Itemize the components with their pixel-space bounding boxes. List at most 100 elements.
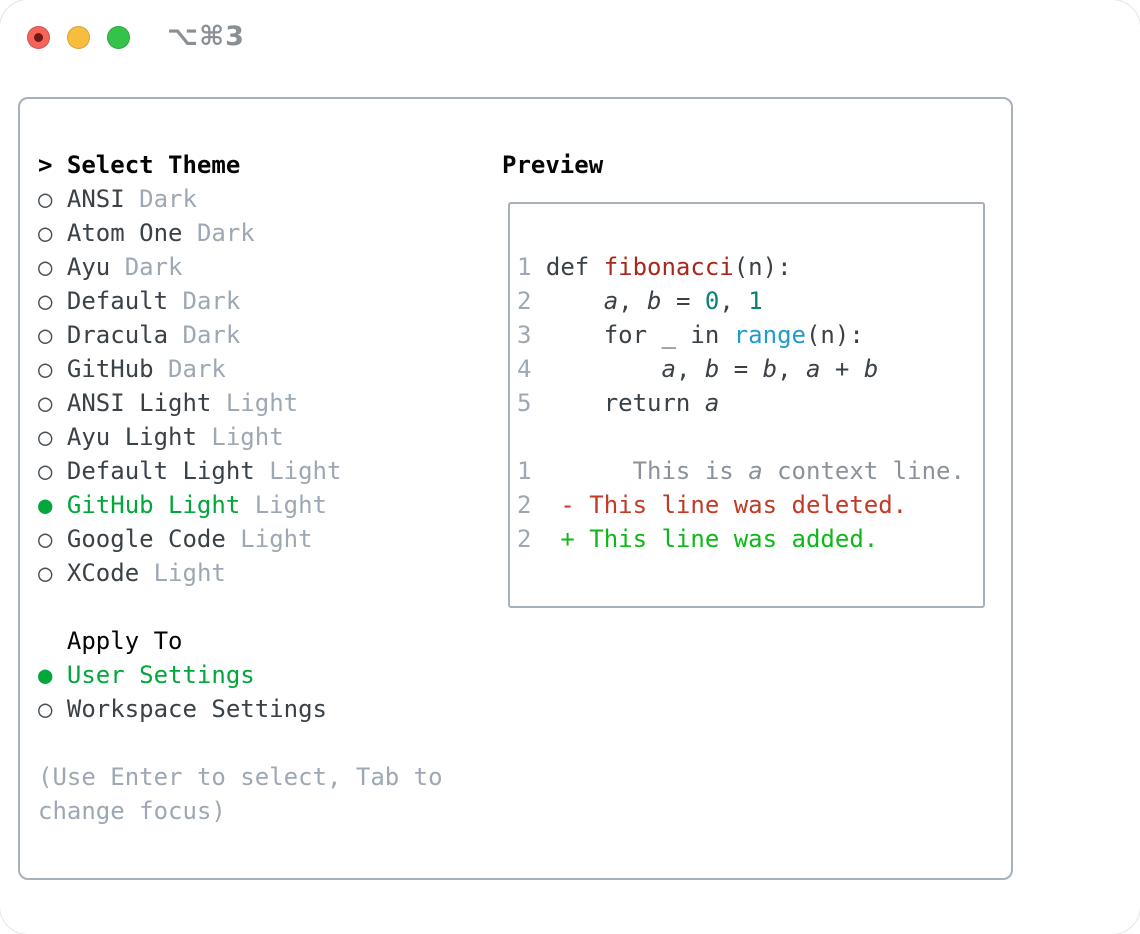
code-token: a (704, 389, 720, 417)
code-token: (n): (733, 253, 792, 281)
theme-name: ANSI (66, 185, 125, 213)
code-token: return (545, 389, 705, 417)
code-line: 4 a, b = b, a + b (517, 352, 983, 386)
theme-option-ansi[interactable]: ○ ANSI Dark (38, 182, 443, 216)
theme-option-ayu[interactable]: ○ Ayu Dark (38, 250, 443, 284)
code-token: range (733, 321, 806, 349)
theme-option-ayu-light[interactable]: ○ Ayu Light Light (38, 420, 443, 454)
select-theme-header-row: > Select Theme (38, 148, 443, 182)
hint-line: (Use Enter to select, Tab to (38, 763, 443, 791)
theme-option-github-light[interactable]: ● GitHub Light Light (38, 488, 443, 522)
prompt-cursor-icon: > (38, 151, 53, 179)
theme-name: Ayu Light (66, 423, 197, 451)
window-title: ⌥⌘3 (167, 21, 245, 52)
theme-variant-tag: Light (254, 491, 327, 519)
code-token: fibonacci (603, 253, 734, 281)
close-button-inner-dot (34, 33, 43, 42)
code-token: context line. (762, 457, 965, 485)
theme-variant-tag: Dark (124, 253, 183, 281)
code-token: b (647, 287, 662, 315)
zoom-button[interactable] (107, 26, 130, 49)
code-token: b (863, 355, 879, 383)
radio-icon: ○ (38, 559, 53, 587)
theme-variant-tag: Dark (168, 355, 226, 383)
minimize-button[interactable] (67, 26, 90, 49)
code-token: , (777, 355, 807, 383)
code-token: (n): (805, 321, 864, 349)
theme-list: >Select Theme ○ANSI Dark○Atom One Dark○A… (38, 148, 443, 828)
hint-line: change focus) (38, 797, 226, 825)
apply-to-options: ●User Settings ○ Workspace Settings (38, 658, 443, 726)
code-token: , (675, 355, 705, 383)
select-theme-header: Select Theme (66, 151, 241, 179)
radio-icon: ○ (38, 423, 53, 451)
code-token (546, 287, 604, 315)
code-token: , (618, 287, 648, 315)
theme-option-dracula[interactable]: ○ Dracula Dark (38, 318, 443, 352)
theme-option-ansi-light[interactable]: ○ANSI Light Light (38, 386, 443, 420)
theme-name: XCode (66, 559, 140, 587)
code-token: b (762, 355, 778, 383)
theme-variant-tag: Dark (196, 219, 255, 247)
theme-name: Ayu (66, 253, 111, 281)
radio-icon: ○ (38, 287, 53, 315)
line-number: 5 (517, 389, 532, 417)
theme-variant-tag: Dark (182, 321, 241, 349)
radio-icon: ○ (38, 321, 53, 349)
apply-to-header-row: Apply To (38, 624, 443, 658)
theme-name: Dracula (66, 321, 169, 349)
theme-option-default-light[interactable]: ○Default Light Light (38, 454, 443, 488)
code-line: 2 + This line was added. (517, 522, 983, 556)
preview-header: Preview (502, 151, 604, 179)
code-token: + This line was added. (545, 525, 879, 553)
close-button[interactable] (27, 26, 50, 49)
code-token: b (704, 355, 720, 383)
theme-picker-panel: >Select Theme ○ANSI Dark○Atom One Dark○A… (18, 97, 1013, 880)
theme-option-atom-one[interactable]: ○Atom One Dark (38, 216, 443, 250)
apply-option-workspace-settings[interactable]: ○ Workspace Settings (38, 692, 443, 726)
theme-option-default[interactable]: ○Default Dark (38, 284, 443, 318)
theme-option-github[interactable]: ○ GitHub Dark (38, 352, 443, 386)
theme-name: GitHub (66, 355, 154, 383)
radio-selected-icon: ● (38, 491, 53, 519)
code-line (517, 420, 983, 454)
radio-selected-icon: ● (38, 661, 53, 689)
theme-variant-tag: Dark (139, 185, 197, 213)
code-token: = (719, 355, 763, 383)
code-token: = (661, 287, 705, 315)
apply-option-label: Workspace Settings (66, 695, 327, 723)
radio-icon: ○ (38, 389, 53, 417)
line-number: 2 (517, 525, 532, 553)
code-line: 1 This is a context line. (517, 454, 983, 488)
apply-option-user-settings[interactable]: ●User Settings (38, 658, 443, 692)
code-token (546, 355, 662, 383)
line-number: 3 (517, 321, 532, 349)
radio-icon: ○ (38, 253, 53, 281)
code-line: 5 return a (517, 386, 983, 420)
code-token: This is (545, 457, 749, 485)
theme-option-google-code[interactable]: ○Google Code Light (38, 522, 443, 556)
theme-name: Default Light (66, 457, 255, 485)
code-token: 0 (704, 287, 720, 315)
apply-to-header: Apply To (66, 627, 183, 655)
radio-icon: ○ (38, 355, 53, 383)
code-token: a (603, 287, 619, 315)
code-token: - This line was deleted. (545, 491, 908, 519)
line-number: 2 (517, 491, 532, 519)
theme-variant-tag: Light (211, 423, 284, 451)
code-token: a (806, 355, 821, 383)
theme-name: GitHub Light (66, 491, 241, 519)
radio-icon: ○ (38, 695, 53, 723)
line-number: 4 (517, 355, 532, 383)
theme-name: Google Code (66, 525, 226, 553)
theme-option-xcode[interactable]: ○XCode Light (38, 556, 443, 590)
code-line: 2 a, b = 0, 1 (517, 284, 983, 318)
theme-options: ○ANSI Dark○Atom One Dark○Ayu Dark○Defaul… (38, 182, 443, 590)
title-bar: ⌥⌘3 (0, 0, 1140, 70)
theme-variant-tag: Light (225, 389, 299, 417)
radio-icon: ○ (38, 185, 53, 213)
apply-to-section: Apply To ●User Settings ○ Workspace Settin… (38, 624, 443, 726)
